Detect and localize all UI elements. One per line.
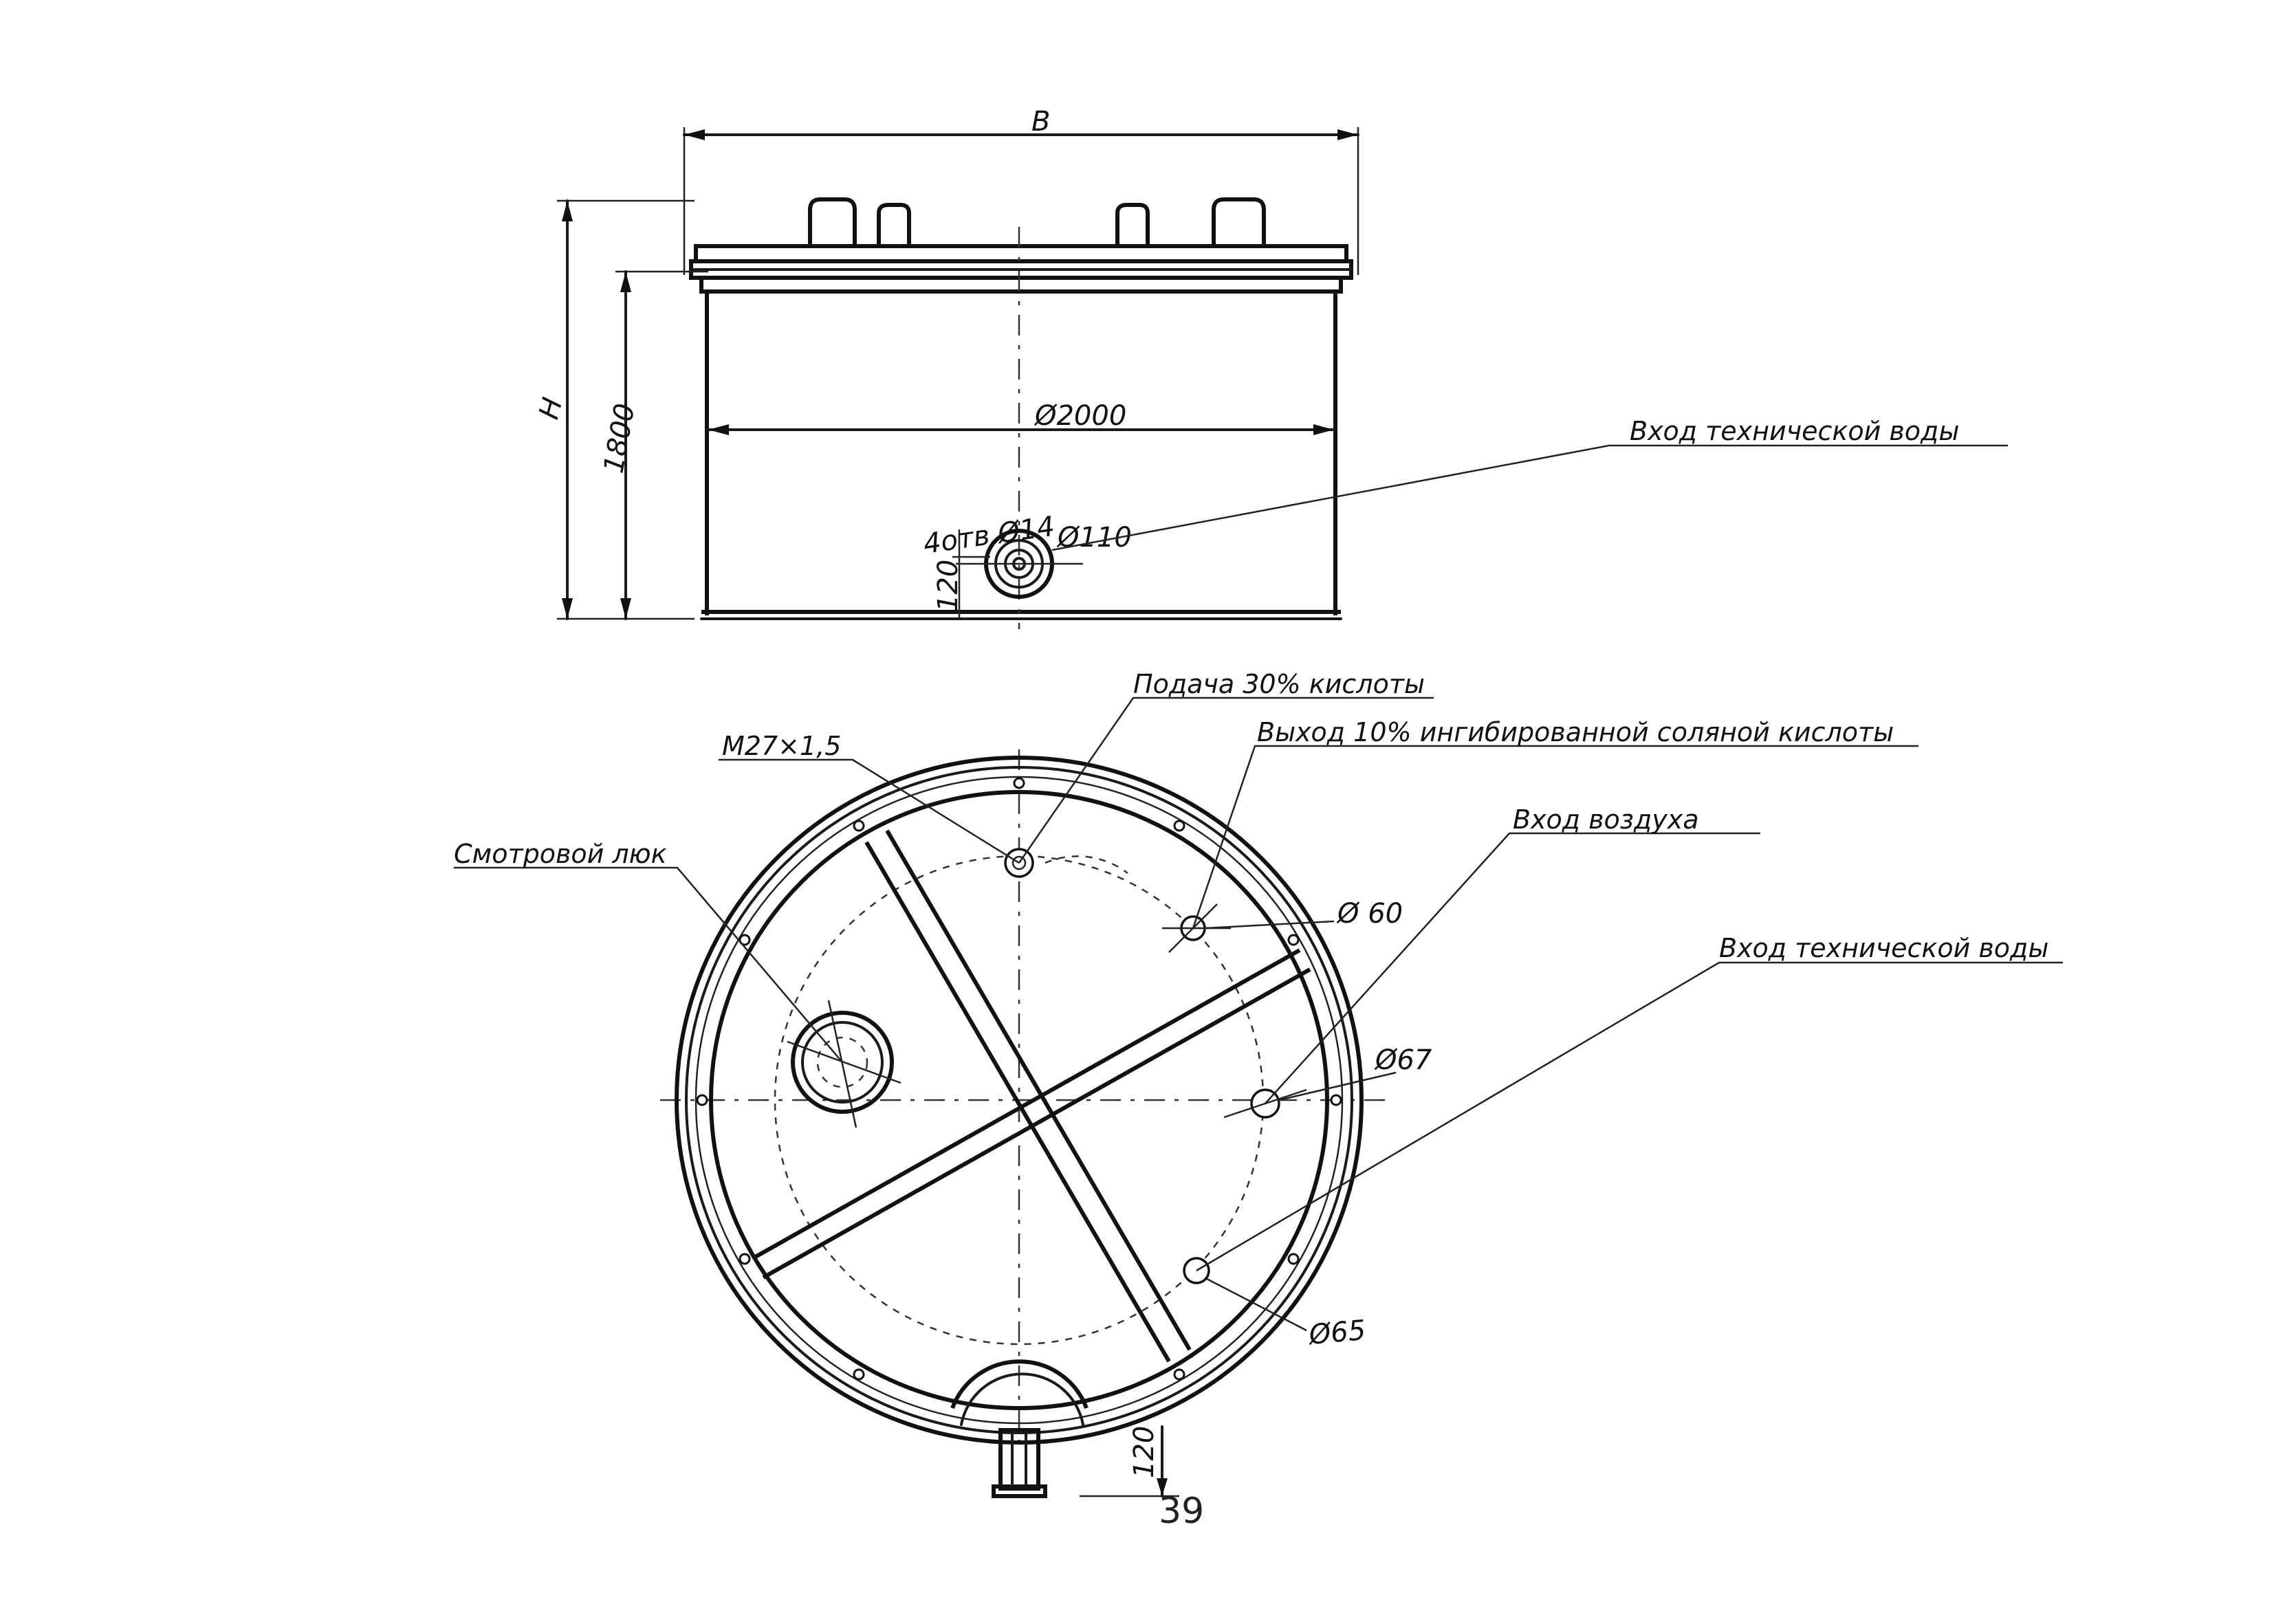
tank-body-elevation	[700, 292, 1342, 620]
water-inlet-leader	[1051, 444, 2008, 551]
height-dimension-label: H	[533, 395, 569, 423]
water-inlet-diameter-label: Ø65	[1307, 1315, 1367, 1351]
manhole-label: Смотровой люк	[454, 839, 667, 869]
plan-view: Смотровой люк Подача 30% кислоты М27×1,5…	[454, 669, 2063, 1498]
elevation-water-inlet-label: Вход технической воды	[1630, 416, 1959, 446]
thread-label: М27×1,5	[722, 731, 841, 761]
cover-lugs	[808, 197, 1266, 246]
acid-outlet-label: Выход 10% ингибированной соляной кислоты	[1257, 717, 1894, 747]
plan-water-inlet-leader	[1196, 961, 2063, 1272]
diameter-dimension-label: Ø2000	[1034, 400, 1126, 432]
flange-bolt-holes	[696, 777, 1342, 1381]
water-inlet-nozzle	[952, 529, 1083, 619]
plan-water-inlet-label: Вход технической воды	[1719, 933, 2048, 963]
drain-offset-label: 120	[1128, 1426, 1160, 1478]
tank-cover	[689, 244, 1353, 294]
outlet-diameter-label: Ø 60	[1336, 898, 1403, 930]
cross-stiffeners	[752, 829, 1311, 1363]
air-inlet-label: Вход воздуха	[1513, 804, 1699, 835]
manhole-leader	[454, 866, 843, 1063]
tank-flange-plan	[675, 756, 1364, 1445]
acid-feed-leader	[1018, 696, 1434, 864]
acid-outlet-leader	[1192, 745, 1918, 929]
bottom-drain-outlet	[950, 1359, 1089, 1498]
air-inlet-diameter-label: Ø67	[1374, 1044, 1432, 1076]
acid-feed-label: Подача 30% кислоты	[1133, 669, 1425, 699]
page-number: 39	[1159, 1491, 1204, 1532]
air-inlet-leader	[1265, 832, 1760, 1104]
inspection-manhole	[787, 1000, 901, 1128]
body-height-label: 1800	[598, 401, 642, 475]
elevation-view: B H 180	[533, 106, 2008, 629]
width-dimension-label: B	[1031, 106, 1050, 138]
thread-leader	[719, 758, 1020, 864]
nozzle-height-label: 120	[932, 560, 964, 612]
